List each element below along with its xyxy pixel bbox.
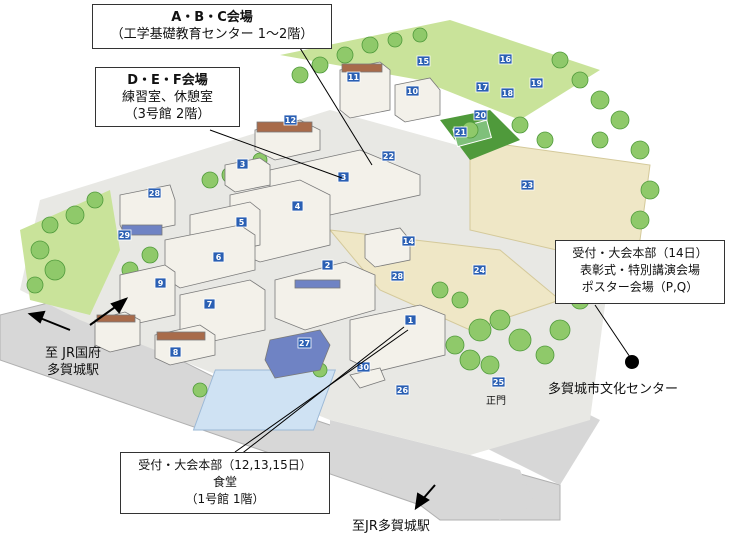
- svg-text:1: 1: [408, 316, 414, 325]
- svg-text:28: 28: [149, 189, 161, 198]
- culture-center-marker: [625, 355, 639, 369]
- badge-29: 29: [117, 229, 132, 241]
- svg-text:3: 3: [341, 173, 347, 182]
- label-to-tagajo-station: 至JR多賀城駅: [352, 519, 430, 534]
- badge-6: 6: [212, 251, 225, 263]
- callout-def-rooms: 練習室、休憩室: [121, 90, 213, 105]
- badge-1: 1: [404, 314, 417, 326]
- svg-text:5: 5: [239, 218, 245, 227]
- label-to-kokufu-line2: 多賀城駅: [46, 363, 99, 378]
- badge-7: 7: [203, 298, 216, 310]
- svg-text:17: 17: [477, 83, 488, 92]
- callout-reception-12-title: 受付・大会本部（12,13,15日）: [138, 458, 312, 472]
- badge-28b: 28: [390, 270, 405, 282]
- badge-25: 25: [491, 376, 506, 388]
- svg-text:21: 21: [455, 128, 467, 137]
- badge-12: 12: [283, 114, 298, 126]
- badge-8: 8: [169, 346, 182, 358]
- badge-23: 23: [520, 179, 535, 191]
- svg-text:15: 15: [418, 57, 430, 66]
- svg-text:20: 20: [475, 111, 487, 120]
- grass-areas: [20, 20, 651, 331]
- svg-text:12: 12: [285, 116, 296, 125]
- callout-def-title: D・E・F会場: [127, 73, 208, 88]
- callout-reception-14: 受付・大会本部（14日） 表彰式・特別講演会場 ポスター会場（P,Q）: [555, 240, 725, 304]
- svg-text:30: 30: [358, 363, 370, 372]
- badge-3a: 3: [236, 158, 249, 170]
- building-1: [349, 304, 446, 373]
- badge-24: 24: [472, 264, 487, 276]
- leader-lines: [209, 47, 633, 456]
- svg-text:10: 10: [407, 87, 419, 96]
- building-10: [394, 77, 441, 123]
- callout-def-location: （3号館 2階）: [124, 107, 211, 122]
- badge-21: 21: [453, 126, 468, 138]
- building-2: [274, 261, 376, 331]
- badge-5: 5: [235, 216, 248, 228]
- callout-reception-12-location: （1号館 1階）: [185, 492, 265, 506]
- badge-15: 15: [416, 55, 431, 67]
- label-main-gate: 正門: [486, 396, 506, 407]
- svg-text:28: 28: [392, 272, 404, 281]
- badge-17: 17: [475, 81, 490, 93]
- building-badges: 1 2 3 3 4 5 6 7 8 9 10 11 12 14 15 16 17…: [117, 53, 544, 396]
- svg-text:16: 16: [500, 55, 512, 64]
- parking-lot-26: [192, 369, 337, 431]
- svg-text:22: 22: [383, 152, 394, 161]
- badge-19: 19: [529, 77, 544, 89]
- svg-text:11: 11: [348, 73, 360, 82]
- building-14: [364, 227, 411, 268]
- callout-reception-12-cafeteria: 食堂: [212, 475, 237, 489]
- callout-abc-venue: A・B・C会場 （工学基礎教育センター 1〜2階）: [92, 4, 332, 49]
- buildings: [94, 61, 446, 389]
- badge-2: 2: [321, 259, 334, 271]
- callout-reception-14-ceremony: 表彰式・特別講演会場: [579, 263, 700, 277]
- svg-text:18: 18: [502, 89, 514, 98]
- badge-20: 20: [473, 109, 488, 121]
- svg-text:19: 19: [531, 79, 543, 88]
- badge-4: 4: [291, 200, 304, 212]
- svg-text:14: 14: [403, 237, 415, 246]
- direction-arrows: [27, 297, 436, 511]
- svg-text:2: 2: [325, 261, 331, 270]
- svg-text:6: 6: [216, 253, 222, 262]
- badge-22: 22: [381, 150, 396, 162]
- badge-14: 14: [401, 235, 416, 247]
- label-to-kokufu: 至 JR国府 多賀城駅: [18, 345, 128, 379]
- badge-9: 9: [154, 277, 167, 289]
- callout-def-venue: D・E・F会場 練習室、休憩室 （3号館 2階）: [95, 67, 240, 127]
- badge-10: 10: [405, 85, 420, 97]
- svg-text:27: 27: [299, 339, 310, 348]
- badge-18: 18: [500, 87, 515, 99]
- svg-text:8: 8: [173, 348, 179, 357]
- callout-abc-detail: （工学基礎教育センター 1〜2階）: [110, 27, 314, 42]
- svg-text:25: 25: [493, 378, 505, 387]
- building-27: [264, 329, 331, 379]
- badge-11: 11: [346, 71, 361, 83]
- svg-text:9: 9: [158, 279, 164, 288]
- callout-abc-title: A・B・C会場: [171, 10, 253, 25]
- svg-text:7: 7: [207, 300, 213, 309]
- badge-30: 30: [356, 361, 371, 373]
- badge-28a: 28: [147, 187, 162, 199]
- svg-text:4: 4: [295, 202, 301, 211]
- label-culture-center: 多賀城市文化センター: [548, 382, 679, 397]
- svg-text:29: 29: [119, 231, 131, 240]
- callout-reception-12: 受付・大会本部（12,13,15日） 食堂 （1号館 1階）: [120, 452, 330, 514]
- badge-27: 27: [297, 337, 312, 349]
- svg-text:23: 23: [522, 181, 533, 190]
- svg-text:26: 26: [397, 386, 409, 395]
- badge-26: 26: [395, 384, 410, 396]
- badge-16: 16: [498, 53, 513, 65]
- callout-reception-14-poster: ポスター会場（P,Q）: [581, 280, 699, 294]
- label-to-kokufu-line1: 至 JR国府: [45, 346, 101, 361]
- svg-text:24: 24: [474, 266, 486, 275]
- svg-text:3: 3: [240, 160, 246, 169]
- callout-reception-14-title: 受付・大会本部（14日）: [572, 246, 708, 260]
